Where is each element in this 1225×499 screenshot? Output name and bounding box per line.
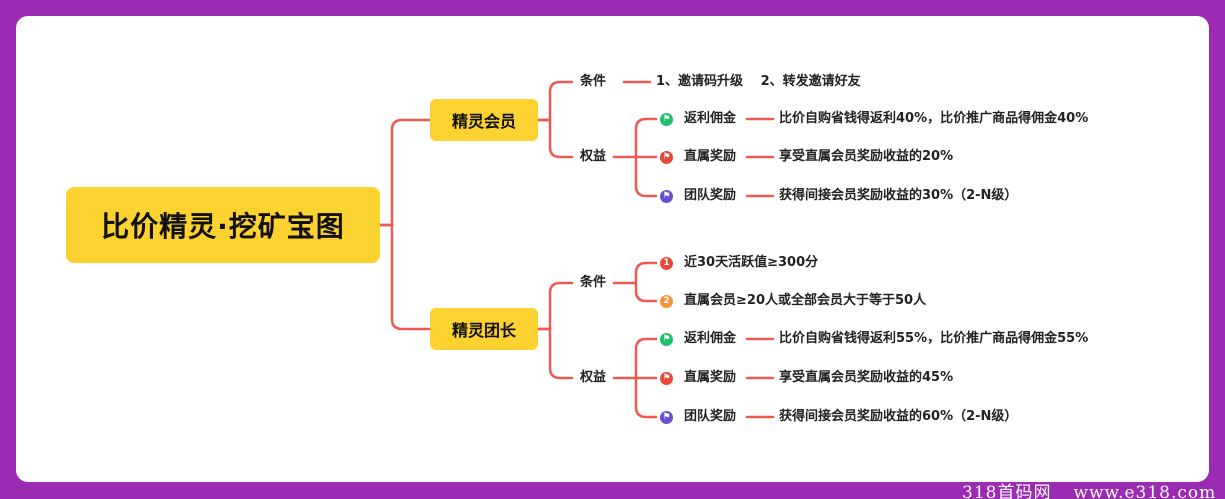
branch-node-leader: 精灵团长 [430,308,538,350]
watermark: 318首码网 www.e318.com [962,478,1216,499]
benefit-desc-member-2: 享受直属会员奖励收益的20% [779,149,954,164]
benefit-desc-member-3: 获得间接会员奖励收益的30%（2-N级） [779,188,1018,203]
watermark-site-name: 318首码网 [962,483,1052,499]
benefit-name-member-2: 直属奖励 [684,149,737,164]
condition-text-leader-2: 直属会员≥20人或全部会员大于等于50人 [684,293,927,308]
flag-icon-green: ⚑ [660,113,673,126]
branch-node-member: 精灵会员 [430,99,538,141]
condition-text-member: 1、邀请码升级 2、转发邀请好友 [656,74,861,89]
condition-label-leader: 条件 [580,275,607,290]
condition-label-member: 条件 [580,74,607,89]
benefit-name-member-1: 返利佣金 [684,111,737,126]
flag-icon-purple: ⚑ [660,190,673,203]
flag-icon-green: ⚑ [660,333,673,346]
number-two-icon: 2 [660,295,673,308]
benefit-desc-leader-1: 比价自购省钱得返利55%，比价推广商品得佣金55% [779,331,1089,346]
benefit-desc-leader-2: 享受直属会员奖励收益的45% [779,370,954,385]
benefit-name-member-3: 团队奖励 [684,188,737,203]
benefit-name-leader-1: 返利佣金 [684,331,737,346]
flag-icon-red: ⚑ [660,372,673,385]
benefit-name-leader-3: 团队奖励 [684,409,737,424]
root-node: 比价精灵·挖矿宝图 [66,187,380,263]
condition-text-leader-1: 近30天活跃值≥300分 [684,255,819,270]
benefit-label-leader: 权益 [580,370,607,385]
flag-icon-red: ⚑ [660,151,673,164]
benefit-name-leader-2: 直属奖励 [684,370,737,385]
benefit-desc-member-1: 比价自购省钱得返利40%，比价推广商品得佣金40% [779,111,1089,126]
number-one-icon: 1 [660,257,673,270]
watermark-url: www.e318.com [1073,483,1217,499]
flag-icon-purple: ⚑ [660,411,673,424]
benefit-label-member: 权益 [580,149,607,164]
benefit-desc-leader-3: 获得间接会员奖励收益的60%（2-N级） [779,409,1018,424]
